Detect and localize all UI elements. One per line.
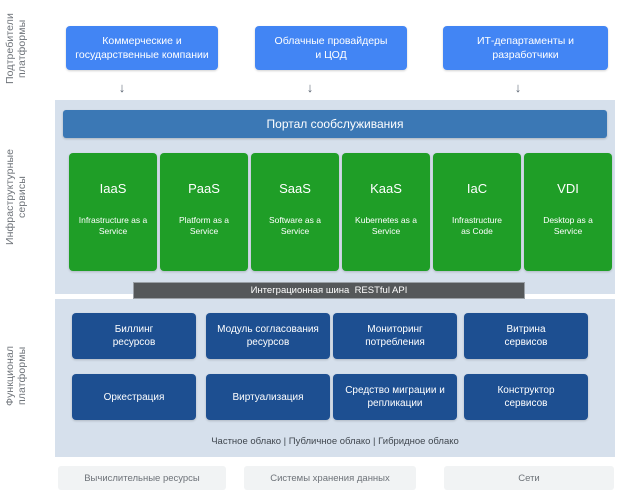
service-card-kaas[interactable]: KaaS Kubernetes as a Service <box>342 153 430 271</box>
service-subtitle: Infrastructure as Code <box>451 215 503 236</box>
service-title: SaaS <box>279 181 311 196</box>
service-card-iac[interactable]: IaC Infrastructure as Code <box>433 153 521 271</box>
resource-box-networks[interactable]: Сети <box>444 466 614 490</box>
function-card-migration-replication[interactable]: Средство миграции и репликации <box>333 374 457 420</box>
portal-self-service-bar[interactable]: Портал сообслуживания <box>63 110 607 138</box>
service-card-iaas[interactable]: IaaS Infrastructure as a Service <box>69 153 157 271</box>
service-title: PaaS <box>188 181 220 196</box>
integration-bus-bar: Интеграционная шина RESTful API <box>133 282 525 299</box>
service-subtitle: Infrastructure as a Service <box>78 215 148 236</box>
section-label-functions: Функционал платформы <box>4 345 28 407</box>
service-subtitle: Platform as a Service <box>178 215 230 236</box>
service-title: KaaS <box>370 181 402 196</box>
service-card-saas[interactable]: SaaS Software as a Service <box>251 153 339 271</box>
resource-box-storage[interactable]: Системы хранения данных <box>244 466 416 490</box>
consumer-box-cloud-providers[interactable]: Облачные провайдеры и ЦОД <box>255 26 407 70</box>
down-arrow-icon: ↓ <box>118 80 126 95</box>
function-card-service-constructor[interactable]: Конструктор сервисов <box>464 374 588 420</box>
service-title: IaaS <box>99 181 127 196</box>
function-card-orchestration[interactable]: Оркестрация <box>72 374 196 420</box>
consumer-box-commercial-government[interactable]: Коммерческие и государственные компании <box>66 26 218 70</box>
down-arrow-icon: ↓ <box>306 80 314 95</box>
service-title: VDI <box>557 181 579 196</box>
section-label-consumers: Подтребители платформы <box>4 13 28 85</box>
consumer-box-it-departments[interactable]: ИТ-департаменты и разработчики <box>443 26 608 70</box>
resource-box-compute[interactable]: Вычислительные ресурсы <box>58 466 226 490</box>
service-card-vdi[interactable]: VDI Desktop as a Service <box>524 153 612 271</box>
cloud-types-caption: Частное облако | Публичное облако | Гибр… <box>211 436 459 447</box>
service-subtitle: Software as a Service <box>269 215 321 236</box>
down-arrow-icon: ↓ <box>514 80 522 95</box>
function-card-virtualization[interactable]: Виртуализация <box>206 374 330 420</box>
service-title: IaC <box>466 181 488 196</box>
function-card-consumption-monitoring[interactable]: Мониторинг потребления <box>333 313 457 359</box>
function-card-billing[interactable]: Биллинг ресурсов <box>72 313 196 359</box>
service-subtitle: Desktop as a Service <box>543 215 593 236</box>
service-subtitle: Kubernetes as a Service <box>355 215 417 236</box>
service-card-paas[interactable]: PaaS Platform as a Service <box>160 153 248 271</box>
function-card-service-showcase[interactable]: Витрина сервисов <box>464 313 588 359</box>
function-card-resource-approval[interactable]: Модуль согласования ресурсов <box>206 313 330 359</box>
section-label-infrastructure: Инфраструктурные сервисы <box>4 148 28 246</box>
